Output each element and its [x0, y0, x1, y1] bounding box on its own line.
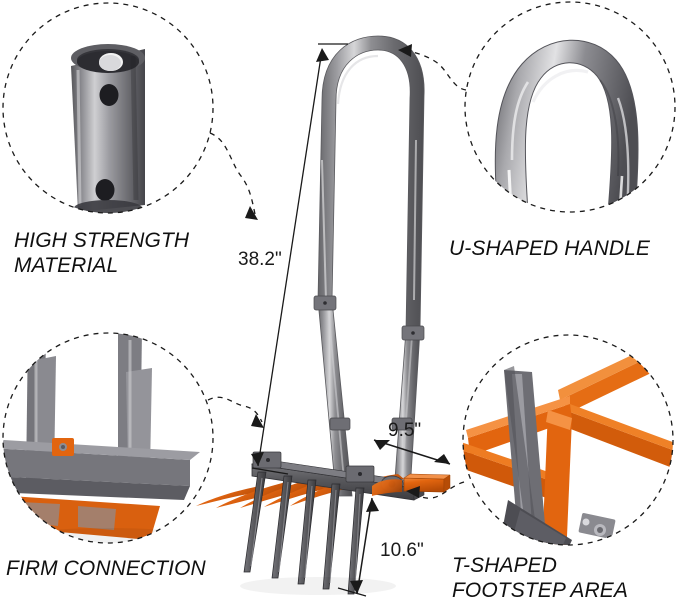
dimension-arrow-right	[434, 454, 450, 464]
u-bend-photo	[465, 2, 675, 212]
callout-label-high-strength-material: HIGH STRENGTH MATERIAL	[14, 229, 190, 277]
dimension-line-footbar-width	[373, 439, 451, 465]
tine-group	[243, 471, 365, 595]
callout-connector-line	[403, 49, 467, 91]
dimension-arrow-up	[316, 48, 329, 62]
callout-circle-outline	[2, 332, 214, 544]
callout-connector-line	[209, 132, 256, 215]
callout-label-t-shaped-footstep-area: T-SHAPED FOOTSTEP AREA	[452, 554, 628, 602]
dimension-line-tine-length	[337, 497, 379, 597]
dimension-arrow-bottom	[350, 580, 363, 594]
callout-circle-outline	[464, 1, 676, 213]
callout-arrow-head	[245, 206, 258, 220]
dimension-arrow-left	[374, 440, 390, 450]
callout-connector-line	[207, 396, 263, 423]
callout-arrow-head	[406, 486, 420, 498]
dimension-arrow-top	[366, 498, 379, 512]
dimension-arrow-down	[251, 452, 264, 466]
callout-arrow-head	[398, 44, 412, 57]
callout-label-firm-connection: FIRM CONNECTION	[6, 557, 206, 580]
dimension-label-tine-length: 10.6"	[380, 540, 424, 561]
dimension-label-footbar-width: 9.5"	[388, 420, 422, 441]
tube-sleeve-photo	[3, 3, 213, 213]
dimension-label-handle-height: 38.2"	[238, 249, 282, 270]
callout-circle-outline	[462, 334, 674, 546]
dimension-line-handle-height	[251, 43, 348, 475]
callout-label-u-shaped-handle: U-SHAPED HANDLE	[449, 237, 651, 260]
callout-arrow-head	[251, 414, 264, 428]
callout-circle-outline	[2, 2, 214, 214]
